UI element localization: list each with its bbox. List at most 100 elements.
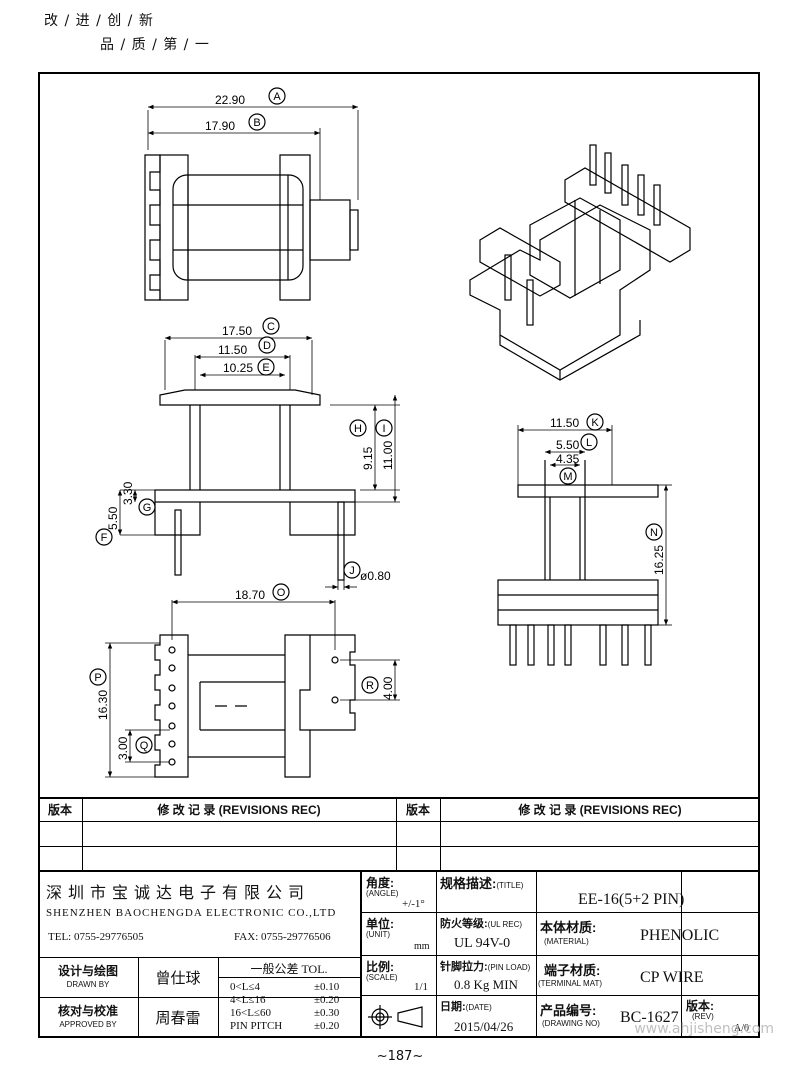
tolerance-title: 一般公差 TOL. — [250, 962, 328, 976]
balloon-k: K — [586, 413, 604, 431]
tol-value-3: ±0.30 — [314, 1007, 340, 1019]
tolerance-values: ±0.10 ±0.20 ±0.30 ±0.20 — [314, 981, 339, 1033]
terminal-label: 端子材质: — [544, 963, 601, 978]
scale-label: 比例: — [366, 960, 394, 974]
rev-value: A/0 — [734, 1023, 749, 1034]
ul-value: UL 94V-0 — [454, 936, 511, 951]
dim-p-value: 16.30 — [96, 690, 110, 720]
tolerance-ranges: 0<L≤4 4<L≤16 16<L≤60 PIN PITCH — [230, 981, 282, 1033]
approved-by-label-en: APPROVED BY — [59, 1020, 117, 1029]
pin-load-label: 针脚拉力:(PIN LOAD) — [440, 961, 531, 973]
svg-text:C: C — [267, 321, 275, 333]
tol-range-2: 4<L≤16 — [230, 994, 266, 1006]
watermark: www.ahjisheng.com — [634, 1021, 774, 1037]
balloon-p: P — [89, 668, 107, 686]
dim-a-value: 22.90 — [215, 93, 245, 107]
balloon-j: J — [343, 561, 361, 579]
date-value: 2015/04/26 — [454, 1019, 514, 1034]
balloon-i: I — [375, 419, 393, 437]
svg-text:O: O — [277, 587, 286, 599]
balloon-h: H — [349, 419, 367, 437]
balloon-o: O — [272, 583, 290, 601]
material-label: 本体材质: — [540, 920, 597, 935]
rev-col-record-right: 修 改 记 录 (REVISIONS REC) — [518, 803, 682, 817]
drawn-by-label-en: DRAWN BY — [66, 980, 110, 989]
svg-text:L: L — [586, 437, 592, 449]
approved-by-value: 周春雷 — [155, 1011, 201, 1027]
bottom-view — [105, 599, 400, 778]
svg-text:I: I — [382, 423, 385, 435]
dim-r-value: 4.00 — [381, 676, 395, 700]
dim-l-value: 5.50 — [556, 438, 580, 452]
title-label: 规格描述:(TITLE) — [440, 876, 524, 891]
page-number: ~187~ — [376, 1049, 424, 1064]
title-value: EE-16(5+2 PIN) — [578, 891, 685, 908]
dim-j-value: ø0.80 — [360, 569, 391, 583]
balloon-b: B — [248, 113, 266, 131]
svg-text:G: G — [143, 502, 152, 514]
scale-value: 1/1 — [414, 981, 429, 993]
svg-text:Q: Q — [140, 740, 149, 752]
svg-text:B: B — [253, 117, 260, 129]
slogan-line-1: 改 / 进 / 创 / 新 — [44, 13, 154, 29]
dim-n-value: 16.25 — [652, 545, 666, 575]
drawn-by-label: 设计与绘图 — [57, 964, 118, 978]
dim-q-value: 3.00 — [116, 736, 130, 760]
balloon-n: N — [645, 523, 663, 541]
balloon-l: L — [580, 433, 598, 451]
dim-b-value: 17.90 — [205, 119, 235, 133]
balloon-f: F — [95, 528, 113, 546]
tol-value-1: ±0.10 — [314, 981, 340, 993]
dim-k-value: 11.50 — [550, 416, 579, 430]
angle-label-en: (ANGLE) — [366, 889, 399, 898]
rev-col-record-left: 修 改 记 录 (REVISIONS REC) — [157, 803, 321, 817]
date-label: 日期:(DATE) — [440, 1001, 492, 1013]
tol-range-1: 0<L≤4 — [230, 981, 260, 993]
scale-label-en: (SCALE) — [366, 973, 398, 982]
material-value: PHENOLIC — [640, 927, 720, 944]
material-label-en: (MATERIAL) — [544, 937, 589, 946]
title-block: 版本 修 改 记 录 (REVISIONS REC) 版本 修 改 记 录 (R… — [38, 797, 760, 1038]
svg-text:F: F — [101, 532, 108, 544]
rev-label-en: (REV) — [692, 1012, 714, 1021]
dim-h-value: 9.15 — [361, 446, 375, 470]
dim-o-value: 18.70 — [235, 588, 265, 602]
top-view — [144, 104, 359, 301]
unit-label: 单位: — [366, 917, 394, 931]
rev-col-version-left: 版本 — [47, 803, 72, 817]
unit-label-en: (UNIT) — [366, 930, 390, 939]
balloon-e: E — [257, 358, 275, 376]
balloon-r: R — [361, 676, 379, 694]
dim-i-value: 11.00 — [381, 441, 395, 470]
balloon-m: M — [559, 467, 577, 485]
balloon-d: D — [258, 336, 276, 354]
terminal-value: CP WIRE — [640, 969, 704, 986]
unit-value: mm — [414, 941, 430, 952]
dim-e-value: 10.25 — [223, 361, 253, 375]
svg-text:R: R — [366, 680, 374, 692]
svg-text:J: J — [349, 565, 355, 577]
balloon-a: A — [268, 87, 286, 105]
dim-g-value: 3.30 — [121, 481, 135, 505]
rev-col-version-right: 版本 — [405, 803, 430, 817]
balloon-g: G — [138, 498, 156, 516]
dim-d-value: 11.50 — [218, 343, 247, 357]
tol-range-3: 16<L≤60 — [230, 1007, 271, 1019]
company-tel: TEL: 0755-29776505 — [48, 931, 144, 943]
rev-label: 版本: — [686, 999, 714, 1013]
drawing-no-value: BC-1627 — [620, 1009, 679, 1026]
drawing-no-label: 产品编号: — [540, 1003, 597, 1018]
front-view — [117, 335, 400, 590]
ul-label: 防火等级:(UL REC) — [440, 918, 523, 930]
dim-c-value: 17.50 — [222, 324, 252, 338]
drawing-sheet — [38, 72, 760, 1038]
company-fax: FAX: 0755-29776506 — [234, 931, 331, 943]
balloon-c: C — [262, 317, 280, 335]
dim-m-value: 4.35 — [556, 452, 580, 466]
tol-value-2: ±0.20 — [314, 994, 340, 1006]
company-name-en: SHENZHEN BAOCHENGDA ELECTRONIC CO.,LTD — [46, 907, 337, 919]
terminal-label-en: (TERMINAL MAT) — [538, 979, 602, 988]
pin-load-value: 0.8 Kg MIN — [454, 977, 518, 992]
side-view — [497, 425, 672, 666]
balloon-q: Q — [135, 736, 153, 754]
